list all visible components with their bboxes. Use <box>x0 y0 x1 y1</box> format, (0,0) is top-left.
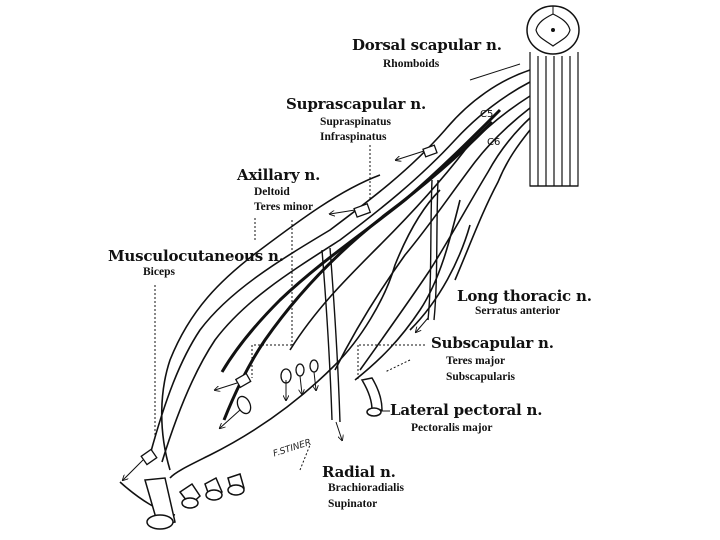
teres-major-label: Teres major <box>446 355 506 367</box>
pectoralis-major-label: Pectoralis major <box>411 422 493 434</box>
leader-lines <box>123 63 521 480</box>
descending-nerves <box>321 179 439 423</box>
subscapularis-label: Subscapularis <box>446 371 516 383</box>
musculocutaneous-nerve-label: Musculocutaneous n. <box>108 247 284 265</box>
lateral-pectoral-nerve-label: Lateral pectoral n. <box>390 401 543 419</box>
c5-label: C5 <box>480 109 494 120</box>
radial-nerve-label: Radial n. <box>322 463 396 481</box>
long-thoracic-nerve-label: Long thoracic n. <box>457 287 592 305</box>
rhomboids-label: Rhomboids <box>383 58 440 70</box>
dorsal-scapular-nerve-label: Dorsal scapular n. <box>352 36 502 54</box>
central-cords <box>220 108 502 421</box>
limb-outline <box>119 174 471 516</box>
supraspinatus-label: Supraspinatus <box>320 116 391 128</box>
spinal-cord-cross-section <box>526 5 580 55</box>
deltoid-label: Deltoid <box>254 186 290 198</box>
cut-nerve-ends <box>140 144 438 466</box>
spinal-roots <box>529 52 579 187</box>
supinator-label: Supinator <box>328 498 378 510</box>
suprascapular-nerve-label: Suprascapular n. <box>286 95 427 113</box>
terminal-branches <box>144 377 383 530</box>
brachioradialis-label: Brachioradialis <box>328 482 405 494</box>
biceps-label: Biceps <box>143 266 175 278</box>
infraspinatus-label: Infraspinatus <box>320 131 387 143</box>
teres-minor-label: Teres minor <box>254 201 314 213</box>
serratus-anterior-label: Serratus anterior <box>475 305 561 317</box>
axillary-nerve-label: Axillary n. <box>237 166 321 184</box>
c6-label: C6 <box>487 137 501 148</box>
subscapular-nerve-label: Subscapular n. <box>431 334 554 352</box>
